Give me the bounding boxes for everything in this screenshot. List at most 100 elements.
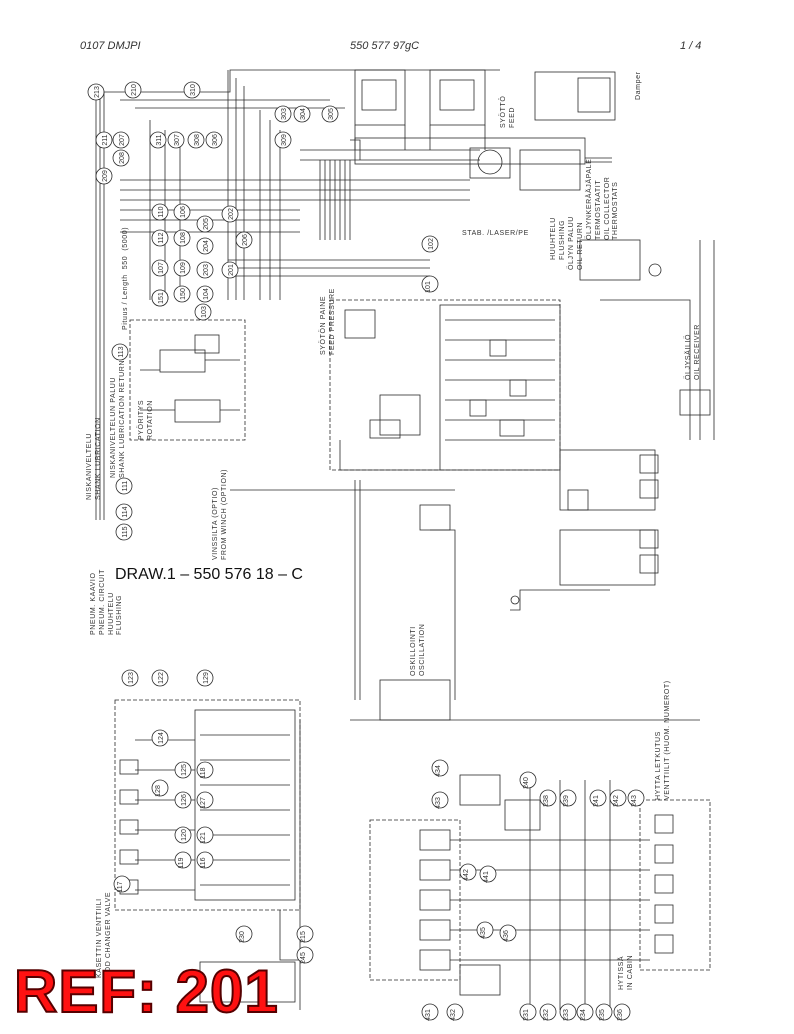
bubble-238: 238 [539, 789, 557, 807]
bubble-106: 106 [173, 203, 191, 221]
bubble-240: 240 [519, 771, 537, 789]
bubble-205: 205 [196, 215, 214, 233]
label-dampers: Damper [635, 71, 642, 101]
svg-text:120: 120 [181, 829, 188, 841]
bubble-107: 107 [151, 259, 169, 277]
svg-text:245: 245 [300, 952, 307, 964]
svg-text:236: 236 [617, 1009, 624, 1021]
bubble-151: 151 [151, 289, 169, 307]
bubble-234: 234 [576, 1003, 594, 1021]
svg-text:242: 242 [613, 795, 620, 807]
svg-text:441: 441 [483, 871, 490, 883]
svg-text:433: 433 [435, 797, 442, 809]
bubble-109: 109 [173, 259, 191, 277]
label-in-cabin: HYTISSÄ IN CABIN [618, 954, 634, 990]
bubble-242: 242 [609, 789, 627, 807]
svg-text:113: 113 [118, 346, 125, 357]
bubble-435: 435 [476, 921, 494, 939]
svg-text:202: 202 [228, 208, 235, 220]
bubble-102: 102 [421, 235, 439, 253]
svg-text:310: 310 [190, 84, 197, 96]
svg-text:116: 116 [200, 857, 207, 868]
svg-text:234: 234 [580, 1009, 587, 1021]
svg-text:119: 119 [178, 857, 185, 868]
svg-text:125: 125 [181, 764, 188, 776]
bubble-310: 310 [183, 81, 201, 99]
bubble-241: 241 [589, 789, 607, 807]
label-shank-lubrication-return: NISKANIVELTELUN PALUU SHANK LUBRICATION … [110, 359, 126, 478]
svg-text:304: 304 [300, 108, 307, 120]
bubble-432: 432 [446, 1003, 464, 1021]
svg-text:117: 117 [117, 881, 124, 892]
bubble-442: 442 [459, 863, 477, 881]
drawing-reference: DRAW.1 – 550 576 18 – C [113, 566, 305, 584]
bubble-307: 307 [167, 131, 185, 149]
bubble-115: 115 [115, 523, 133, 541]
svg-text:241: 241 [593, 795, 600, 807]
svg-text:306: 306 [212, 134, 219, 146]
bubble-209: 209 [95, 167, 113, 185]
svg-text:102: 102 [428, 238, 435, 250]
label-feed: SYÖTTÖ FEED [500, 95, 516, 128]
bubble-203: 203 [196, 261, 214, 279]
bubble-201: 201 [221, 261, 239, 279]
bubble-236: 236 [613, 1003, 631, 1021]
svg-text:240: 240 [523, 777, 530, 789]
svg-text:127: 127 [200, 797, 207, 809]
bubble-436: 436 [499, 924, 517, 942]
svg-text:233: 233 [563, 1009, 570, 1021]
svg-text:110: 110 [158, 206, 165, 217]
svg-text:114: 114 [122, 506, 129, 517]
bubble-207: 207 [112, 131, 130, 149]
bubble-124: 124 [151, 729, 169, 747]
svg-text:213: 213 [94, 86, 101, 98]
svg-text:211: 211 [102, 134, 109, 145]
bubble-111: 111 [115, 477, 133, 495]
svg-text:243: 243 [631, 795, 638, 807]
svg-text:210: 210 [131, 84, 138, 96]
bubble-306: 306 [205, 131, 223, 149]
bubble-231: 231 [519, 1003, 537, 1021]
bubble-308: 308 [187, 131, 205, 149]
svg-text:104: 104 [203, 288, 210, 300]
bubble-103: 103 [194, 303, 212, 321]
label-oil-return: ÖLJYN PALUU OIL RETURN [568, 216, 584, 270]
svg-text:309: 309 [281, 134, 288, 146]
bubble-441: 441 [479, 865, 497, 883]
bubble-215: 215 [296, 925, 314, 943]
svg-text:442: 442 [463, 869, 470, 881]
svg-text:201: 201 [228, 264, 235, 276]
svg-text:124: 124 [158, 732, 165, 744]
label-from-winch: VINSSILTA (OPTIO) FROM WINCH (OPTION) [212, 468, 228, 560]
bubble-303: 303 [274, 105, 292, 123]
bubble-113: 113 [111, 343, 129, 361]
svg-text:232: 232 [543, 1009, 550, 1021]
bubble-101: 101 [421, 275, 439, 293]
bubble-104: 104 [196, 285, 214, 303]
bubble-232: 232 [539, 1003, 557, 1021]
bubble-125: 125 [174, 761, 192, 779]
svg-text:108: 108 [180, 232, 187, 244]
svg-text:238: 238 [543, 795, 550, 807]
svg-text:436: 436 [503, 930, 510, 942]
svg-text:231: 231 [523, 1009, 530, 1021]
label-thermostats: ÖLJYNKERÄÄJÄPALE TERMOSTAATIT OIL COLLEC… [586, 158, 620, 240]
bubble-206: 206 [235, 231, 253, 249]
svg-text:205: 205 [203, 218, 210, 230]
svg-text:239: 239 [563, 795, 570, 807]
svg-text:305: 305 [328, 108, 335, 120]
svg-text:115: 115 [122, 526, 129, 537]
svg-text:209: 209 [102, 170, 109, 182]
label-stab-laser: STAB. /LASER/PE [462, 230, 529, 237]
label-feed-pressure: SYÖTÖN PAINE FEED PRESSURE [320, 288, 336, 355]
bubble-210: 210 [124, 81, 142, 99]
svg-text:103: 103 [201, 306, 208, 318]
svg-text:128: 128 [155, 785, 162, 797]
bubble-118: 118 [196, 761, 214, 779]
bubble-127: 127 [196, 791, 214, 809]
bubble-120: 120 [174, 826, 192, 844]
svg-text:126: 126 [181, 794, 188, 806]
bubble-129: 129 [196, 669, 214, 687]
bubble-433: 433 [431, 791, 449, 809]
